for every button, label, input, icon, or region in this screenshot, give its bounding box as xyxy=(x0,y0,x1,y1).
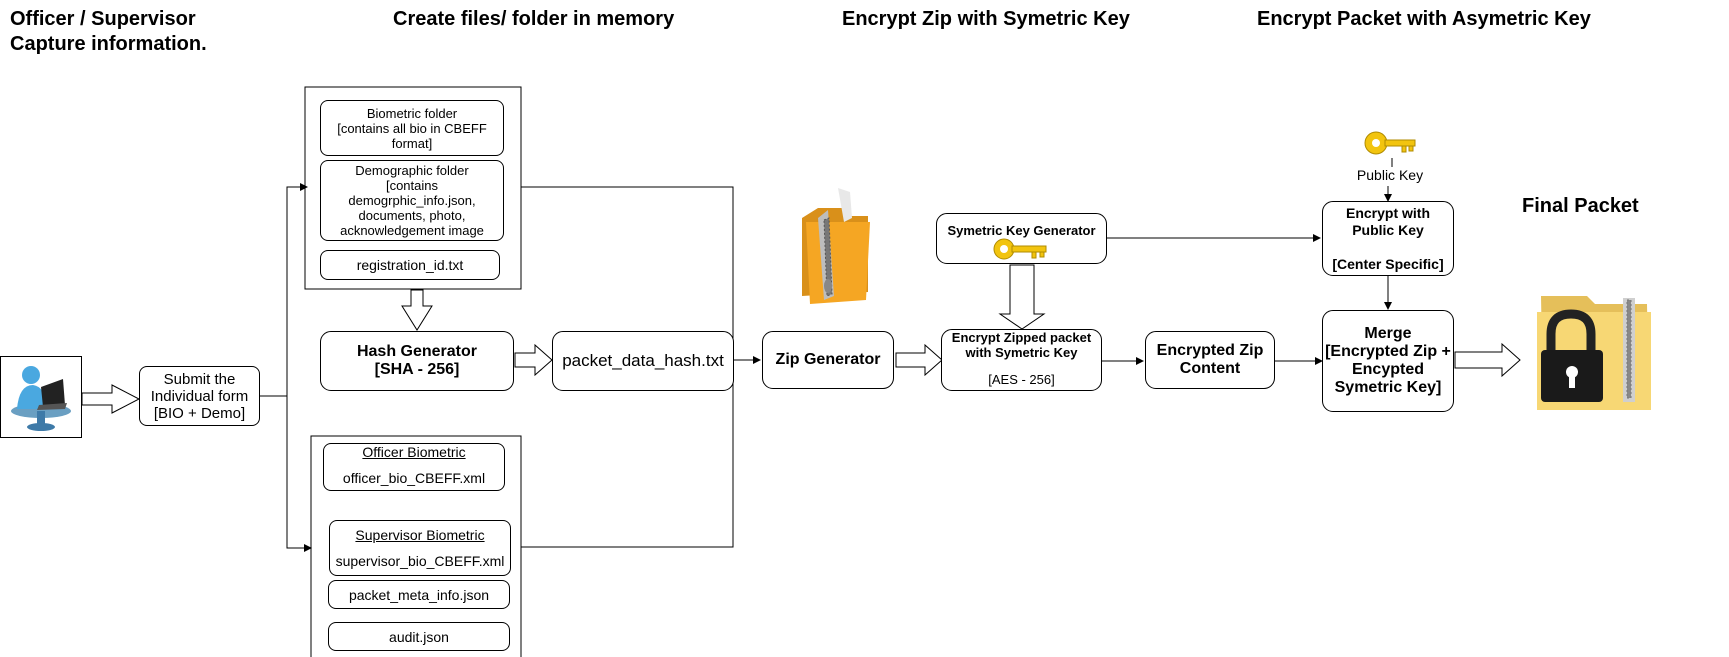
block-arrow-hash-to-file xyxy=(514,343,553,377)
header-create-files: Create files/ folder in memory xyxy=(393,8,675,30)
supervisor-biometric-title: Supervisor Biometric xyxy=(355,527,485,543)
header-encrypt-packet: Encrypt Packet with Asymetric Key xyxy=(1257,8,1591,30)
hash-generator-box: Hash Generator [SHA - 256] xyxy=(320,331,514,391)
symmetric-key-generator-box: Symetric Key Generator xyxy=(936,213,1107,264)
submit-branch-line-lower xyxy=(286,396,312,552)
public-key-label: Public Key xyxy=(1350,167,1430,183)
audit-box: audit.json xyxy=(328,622,510,651)
key-icon xyxy=(1364,128,1416,158)
block-arrow-merge-to-final xyxy=(1454,342,1521,378)
block-arrow-zip-to-encrypt xyxy=(895,343,943,377)
locked-zip-folder-icon xyxy=(1527,288,1657,414)
submit-form-box: Submit the Individual form [BIO + Demo] xyxy=(139,366,260,426)
packet-meta-info-box: packet_meta_info.json xyxy=(328,580,510,609)
block-arrow-symkey-down xyxy=(998,264,1046,330)
officer-biometric-box: Officer Biometric officer_bio_CBEFF.xml xyxy=(323,443,505,491)
block-arrow-files-to-hash xyxy=(401,289,433,331)
encrypt-zipped-packet-label: Encrypt Zipped packet with Symetric Key xyxy=(951,330,1092,360)
zip-folder-icon xyxy=(798,188,878,308)
encrypt-with-public-key-box: Encrypt with Public Key [Center Specific… xyxy=(1322,201,1454,276)
officer-biometric-file: officer_bio_CBEFF.xml xyxy=(342,470,486,486)
encrypted-zip-content-box: Encrypted Zip Content xyxy=(1145,331,1275,389)
key-icon xyxy=(992,236,1048,262)
packet-data-hash-box: packet_data_hash.txt xyxy=(552,331,734,391)
merge-box: Merge [Encrypted Zip + Encypted Symetric… xyxy=(1322,310,1454,412)
header-encrypt-zip: Encrypt Zip with Symetric Key xyxy=(842,8,1130,30)
officer-biometric-title: Officer Biometric xyxy=(362,444,466,460)
submit-branch-line xyxy=(259,183,308,397)
supervisor-biometric-file: supervisor_bio_CBEFF.xml xyxy=(335,553,505,569)
user-at-computer-icon xyxy=(0,356,82,438)
demographic-folder-box: Demographic folder [contains demogrphic_… xyxy=(320,160,504,241)
aes-label: [AES - 256] xyxy=(988,372,1055,387)
supervisor-biometric-box: Supervisor Biometric supervisor_bio_CBEF… xyxy=(329,520,511,576)
biometric-folder-box: Biometric folder [contains all bio in CB… xyxy=(320,100,504,156)
block-arrow-user-to-form xyxy=(81,384,141,414)
header-capture: Officer / Supervisor Capture information… xyxy=(10,8,207,55)
header-final-packet: Final Packet xyxy=(1522,195,1639,217)
zip-generator-box: Zip Generator xyxy=(762,331,894,389)
registration-id-box: registration_id.txt xyxy=(320,250,500,280)
encrypt-zipped-packet-box: Encrypt Zipped packet with Symetric Key … xyxy=(941,329,1102,391)
